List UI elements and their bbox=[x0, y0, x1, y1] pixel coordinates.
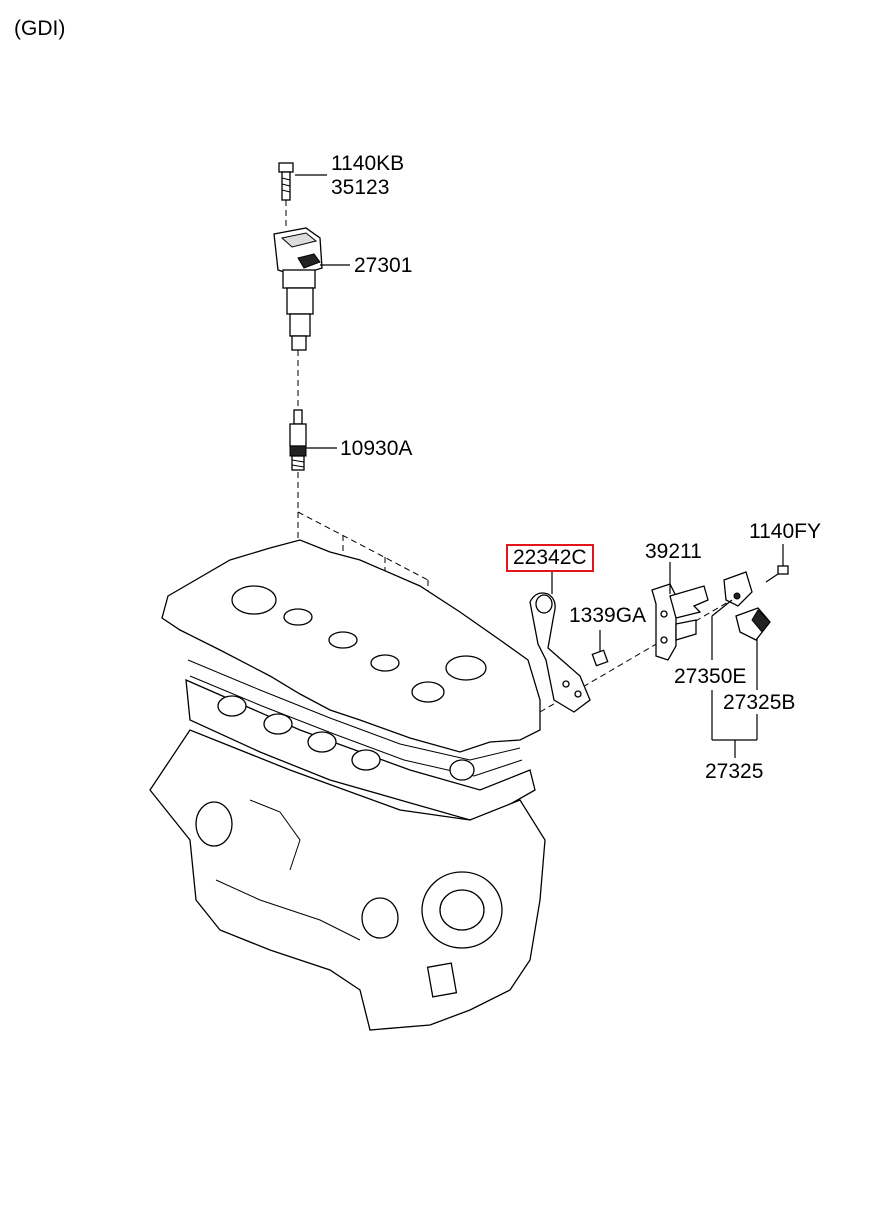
callout-10930a: 10930A bbox=[340, 437, 413, 460]
callout-1339ga: 1339GA bbox=[569, 604, 647, 627]
variant-label: (GDI) bbox=[14, 17, 66, 40]
leader-27325-bracket bbox=[711, 690, 758, 758]
engine-assembly bbox=[149, 539, 546, 1031]
callout-39211: 39211 bbox=[645, 540, 702, 563]
sensor-27325b bbox=[735, 607, 771, 641]
nut-1339ga bbox=[591, 649, 609, 667]
callout-27350e: 27350E bbox=[674, 665, 747, 688]
leader-27350e-join bbox=[711, 599, 733, 617]
bolt-1140fy bbox=[765, 565, 789, 583]
callout-27301: 27301 bbox=[354, 254, 413, 277]
callout-27325: 27325 bbox=[705, 760, 764, 783]
ignition-coil-27301 bbox=[273, 227, 323, 351]
callout-1140kb: 1140KB bbox=[331, 152, 405, 175]
callout-27325b: 27325B bbox=[723, 691, 796, 714]
callout-22342c-highlighted: 22342C bbox=[506, 544, 594, 572]
mount-line bbox=[539, 597, 736, 713]
callout-1140fy: 1140FY bbox=[749, 520, 821, 543]
spark-plug-10930a bbox=[289, 409, 307, 471]
bolt-1140kb bbox=[278, 162, 294, 201]
bracket-22342c bbox=[529, 592, 591, 713]
sensor-27350e bbox=[723, 571, 753, 607]
bracket-39211 bbox=[651, 583, 709, 661]
callout-35123: 35123 bbox=[331, 176, 390, 199]
